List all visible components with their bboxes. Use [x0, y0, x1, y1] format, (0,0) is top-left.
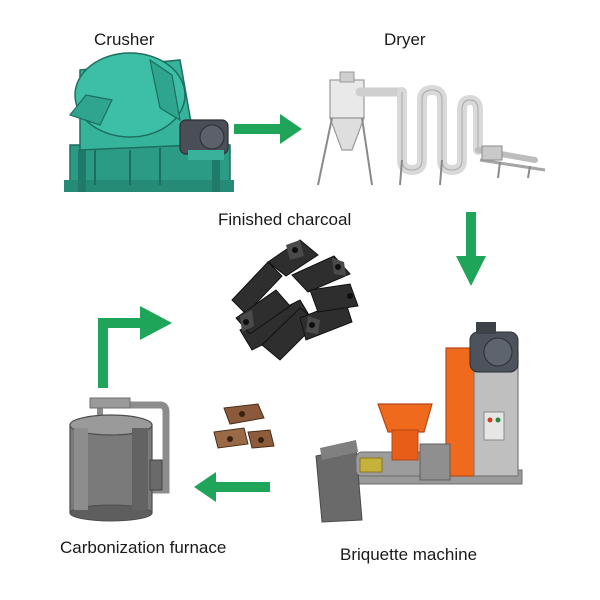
arrow-crusher-to-dryer	[234, 114, 302, 144]
dryer-machine	[317, 71, 546, 186]
label-dryer: Dryer	[384, 30, 426, 49]
crusher-machine	[64, 52, 234, 192]
label-briquette-machine: Briquette machine	[340, 545, 478, 564]
finished-charcoal-pile	[231, 239, 359, 361]
briquette-samples	[213, 403, 275, 449]
briquette-machine	[315, 322, 523, 523]
arrow-briquette-to-furnace	[194, 472, 270, 502]
label-carbonization-furnace: Carbonization furnace	[60, 538, 227, 557]
carbonization-furnace	[69, 397, 170, 522]
label-crusher: Crusher	[94, 30, 155, 49]
arrow-dryer-to-briquette	[456, 212, 486, 286]
label-finished-charcoal: Finished charcoal	[218, 210, 352, 229]
arrow-furnace-to-charcoal	[98, 306, 172, 388]
flow-arrows	[98, 114, 486, 502]
